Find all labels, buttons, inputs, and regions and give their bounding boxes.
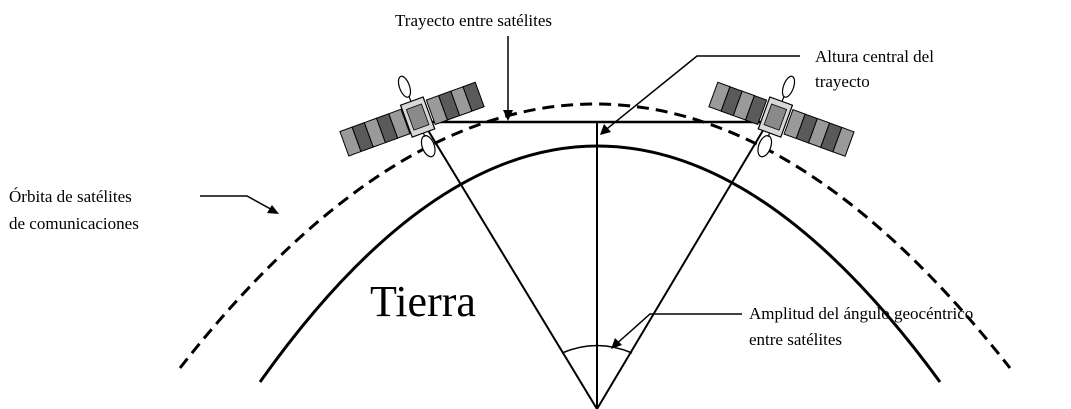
leader-orbit [200, 195, 277, 213]
satellite-icon [708, 75, 855, 158]
label-earth: Tierra [370, 277, 476, 326]
label-path-between-satellites: Trayecto entre satélites [395, 11, 552, 30]
label-orbit-line1: Órbita de satélites [9, 187, 132, 206]
leader-central-height-arrowhead [600, 124, 611, 135]
label-orbit-line2: de comunicaciones [9, 214, 139, 233]
leader-angle-arrowhead [611, 338, 622, 349]
radius-line-right [596, 121, 769, 409]
label-angle-line2: entre satélites [749, 330, 842, 349]
label-central-height-line2: trayecto [815, 72, 870, 91]
leader-path-arrowhead [503, 110, 513, 121]
leader-central-height [602, 55, 800, 133]
geocentric-angle-arc [561, 344, 633, 354]
label-angle-line1: Amplitud del ángulo geocéntrico [749, 304, 973, 323]
satellite-orbit-arc [178, 102, 1012, 369]
leader-angle [613, 313, 742, 347]
label-central-height-line1: Altura central del [815, 47, 934, 66]
satellite-icon [339, 75, 485, 158]
radius-line-left [422, 121, 598, 409]
leader-orbit-arrowhead [267, 205, 279, 214]
